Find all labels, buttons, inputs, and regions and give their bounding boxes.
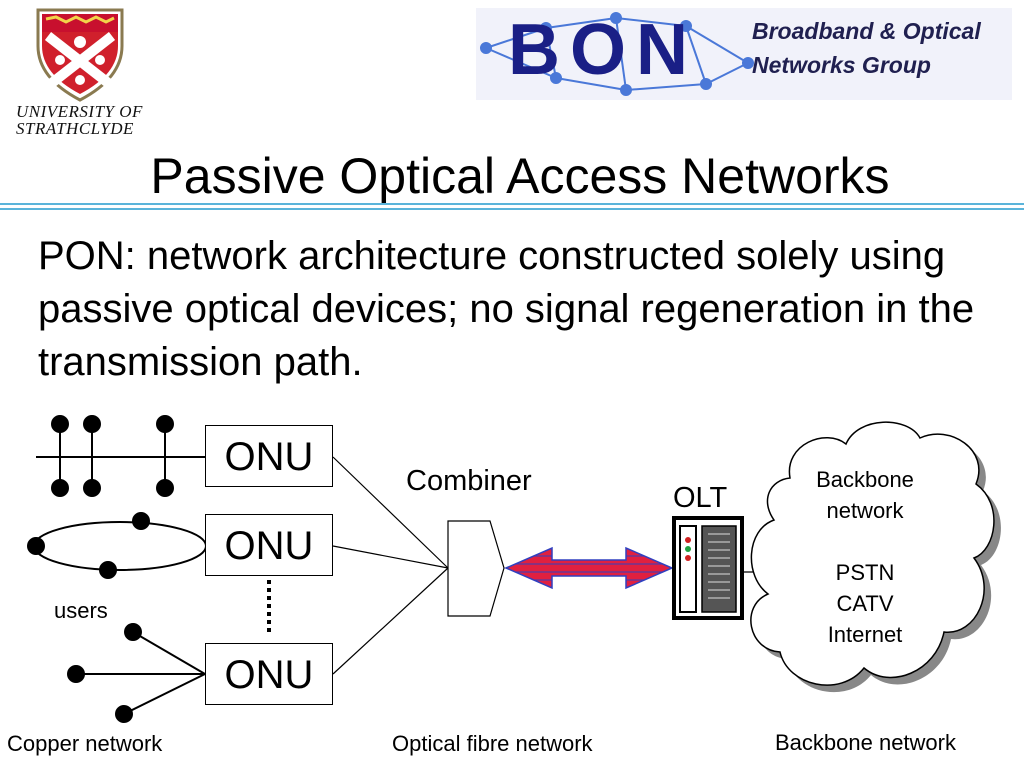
cloud-text: Backbone network PSTN CATV Internet (790, 464, 940, 650)
bon-acronym: BON (508, 10, 698, 90)
cloud-line-catv: CATV (836, 591, 894, 616)
network-mesh-icon (480, 12, 754, 96)
combiner-shape (447, 520, 505, 617)
footer-copper-network: Copper network (7, 731, 163, 756)
slide-body-text: PON: network architecture constructed so… (38, 234, 975, 384)
university-name-line1: UNIVERSITY OF (16, 102, 143, 121)
bon-group-name: Broadband & Optical Networks Group (752, 14, 981, 82)
ring-topology (27, 512, 207, 579)
title-rule-bottom (0, 208, 1024, 210)
cloud-line-pstn: PSTN (835, 560, 895, 585)
fibre-drop-lines (332, 456, 449, 675)
pon-diagram: ONU ONU ONU Combiner OLT users Backbone … (0, 400, 1024, 768)
olt-label: OLT (673, 482, 728, 514)
footer-backbone-network: Backbone network (775, 730, 956, 755)
backbone-cloud-icon (750, 421, 1001, 693)
onu-box-2: ONU (205, 514, 333, 576)
bon-group-name-line2: Networks Group (752, 52, 931, 78)
olt-device (672, 516, 744, 620)
fibre-link-arrow (504, 546, 674, 590)
star-topology (67, 623, 206, 723)
slide-title: Passive Optical Access Networks (150, 148, 890, 204)
university-name: UNIVERSITY OF STRATHCLYDE (16, 103, 151, 137)
combiner-label: Combiner (406, 465, 532, 497)
title-rule-top (0, 203, 1024, 205)
footer-optical-network: Optical fibre network (392, 731, 593, 756)
users-label: users (54, 598, 108, 623)
onu-box-3: ONU (205, 643, 333, 705)
cloud-line-internet: Internet (827, 622, 903, 647)
onu-box-1: ONU (205, 425, 333, 487)
cloud-line-network: network (826, 498, 904, 523)
university-name-line2: STRATHCLYDE (16, 119, 134, 138)
bon-group-name-line1: Broadband & Optical (752, 18, 981, 44)
cloud-line-backbone: Backbone (816, 467, 914, 492)
pon-diagram-graphics (27, 415, 1001, 723)
university-crest-logo (36, 8, 124, 102)
bon-group-logo: BON Broadband & Optical Networks Group (476, 8, 1012, 100)
bus-topology (36, 415, 205, 497)
